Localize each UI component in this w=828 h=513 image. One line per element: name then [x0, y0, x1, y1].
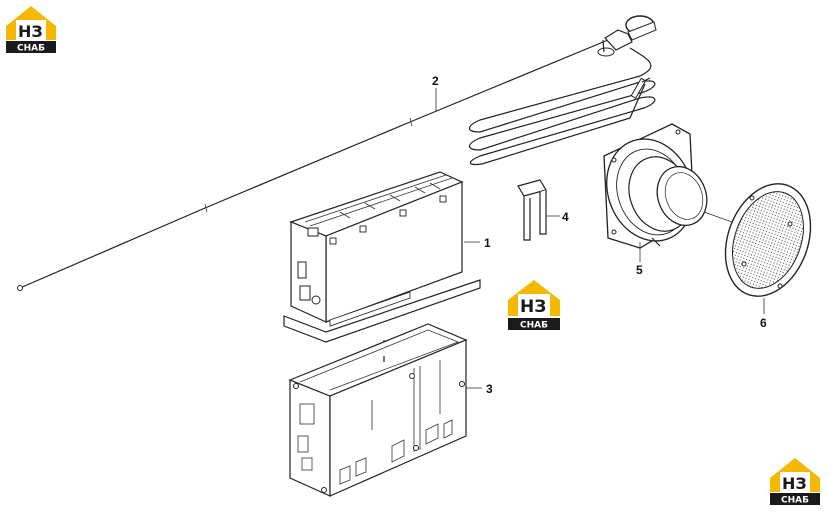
removal-key-icon	[517, 179, 547, 241]
svg-text:СНАБ: СНАБ	[781, 496, 809, 506]
callout-5: 5	[636, 263, 643, 277]
callout-3: 3	[486, 382, 493, 396]
callout-2: 2	[432, 74, 439, 88]
svg-text:СНАБ: СНАБ	[520, 321, 548, 331]
mounting-frame-icon	[288, 323, 468, 497]
leader-lines	[435, 88, 765, 389]
svg-text:СНАБ: СНАБ	[17, 44, 45, 54]
speaker-icon	[603, 123, 708, 249]
brand-logo-watermark-medium: НЗ СНАБ	[508, 280, 560, 331]
svg-text:НЗ: НЗ	[782, 474, 807, 493]
callout-4: 4	[562, 210, 569, 224]
callout-6: 6	[760, 316, 767, 330]
speaker-grille-icon	[724, 183, 812, 297]
brand-logo-top-left: НЗ СНАБ	[6, 6, 56, 54]
brand-logo-bottom-right: НЗ СНАБ	[770, 458, 820, 506]
antenna-icon	[17, 15, 657, 291]
callout-1: 1	[484, 236, 491, 250]
svg-text:НЗ: НЗ	[18, 22, 43, 41]
svg-text:НЗ: НЗ	[520, 297, 546, 317]
radio-head-unit-icon	[283, 171, 481, 352]
